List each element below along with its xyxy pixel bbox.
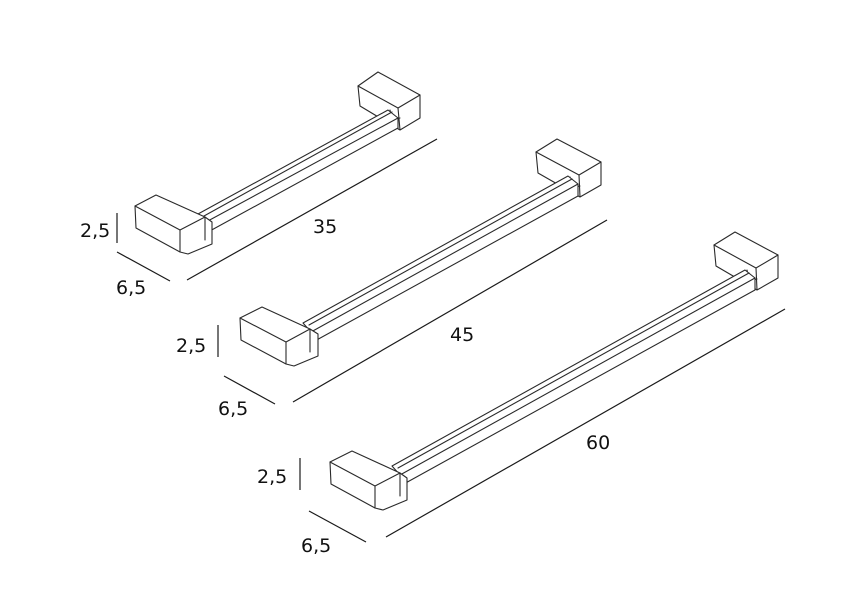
rail-60-front-bracket: [329, 450, 408, 511]
rail-45-front-bracket: [239, 306, 319, 367]
rail-35-length-label: 35: [313, 216, 337, 238]
rail-45-depth-label: 6,5: [218, 398, 248, 420]
rail-45-height-label: 2,5: [176, 335, 206, 357]
rail-45-length-dimension-line: [292, 219, 608, 403]
towel-rail-60: [329, 231, 779, 511]
rail-60-length-label: 60: [586, 432, 610, 454]
rail-60-height-label: 2,5: [257, 466, 287, 488]
rail-60-bar: [391, 269, 756, 486]
rail-35-depth-dimension-line: [116, 251, 171, 282]
rail-35-front-bracket: [134, 194, 213, 255]
rail-45-length-label: 45: [450, 324, 474, 346]
rail-35-depth-label: 6,5: [116, 277, 146, 299]
rail-35-length-dimension-line: [186, 138, 438, 281]
rail-35-bar: [197, 109, 399, 233]
towel-rail-45: [239, 138, 602, 367]
rail-60-depth-dimension-line: [308, 510, 367, 543]
rail-60-depth-label: 6,5: [301, 535, 331, 557]
rail-60-length-dimension-line: [385, 308, 786, 538]
rail-45-depth-dimension-line: [223, 375, 276, 405]
towel-rail-35: [134, 71, 421, 255]
rail-35-height-label: 2,5: [80, 220, 110, 242]
